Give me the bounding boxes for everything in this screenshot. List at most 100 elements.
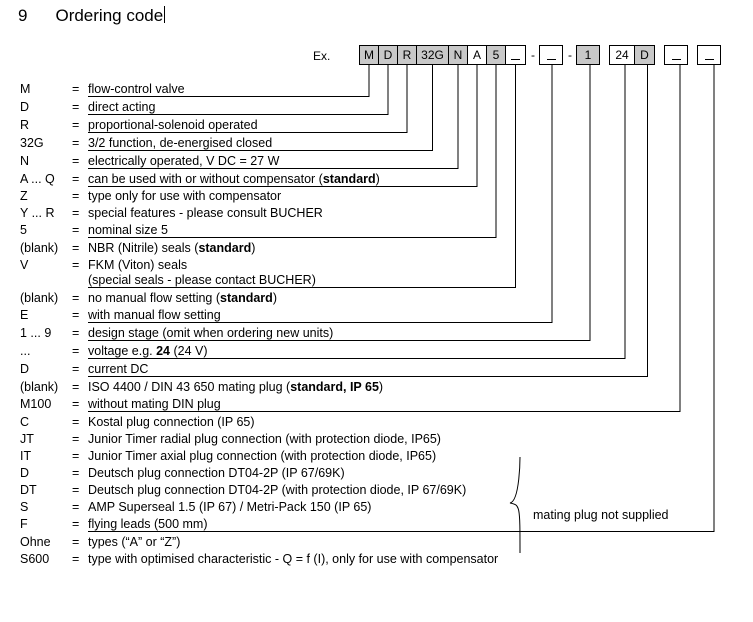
- code-separator-dash: -: [568, 48, 572, 62]
- definition-equals: =: [72, 379, 80, 394]
- definition-code: V: [20, 257, 29, 272]
- code-separator-dash: -: [531, 48, 535, 62]
- definition-equals: =: [72, 482, 80, 497]
- emphasis-text: 24: [156, 343, 171, 358]
- definition-equals: =: [72, 117, 80, 132]
- definition-code: D: [20, 99, 30, 114]
- definition-description: nominal size 5: [88, 222, 168, 237]
- definition-code: M: [20, 81, 31, 96]
- definition-equals: =: [72, 499, 80, 514]
- code-box-24[interactable]: 24: [609, 45, 635, 65]
- code-box-[interactable]: [505, 45, 526, 65]
- definition-equals: =: [72, 414, 80, 429]
- code-box-d[interactable]: D: [378, 45, 398, 65]
- definition-description: voltage e.g. 24 (24 V): [88, 343, 208, 358]
- code-box-n[interactable]: N: [448, 45, 468, 65]
- definition-code: F: [20, 516, 28, 531]
- definition-description: ISO 4400 / DIN 43 650 mating plug (stand…: [88, 379, 384, 394]
- definition-equals: =: [72, 534, 80, 549]
- definition-description: electrically operated, V DC = 27 W: [88, 153, 280, 168]
- definition-description: Kostal plug connection (IP 65): [88, 414, 255, 429]
- code-box-[interactable]: [539, 45, 563, 65]
- code-box-1[interactable]: 1: [576, 45, 600, 65]
- definition-description: proportional-solenoid operated: [88, 117, 258, 132]
- definition-description: flying leads (500 mm): [88, 516, 208, 531]
- definition-code: 1 ... 9: [20, 325, 52, 340]
- definition-equals: =: [72, 153, 80, 168]
- definition-equals: =: [72, 343, 80, 358]
- definition-equals: =: [72, 465, 80, 480]
- definition-code: S: [20, 499, 29, 514]
- definition-description: direct acting: [88, 99, 156, 114]
- definition-code: R: [20, 117, 30, 132]
- text-caret: [164, 6, 166, 23]
- emphasis-text: standard, IP 65: [290, 379, 379, 394]
- definition-equals: =: [72, 396, 80, 411]
- definition-description: FKM (Viton) seals: [88, 257, 188, 272]
- definition-code: 32G: [20, 135, 44, 150]
- definition-code: Z: [20, 188, 28, 203]
- definition-code: 5: [20, 222, 27, 237]
- grouping-brace: [509, 457, 521, 553]
- blank-code-underscore: [511, 58, 520, 60]
- definition-code: DT: [20, 482, 37, 497]
- definition-equals: =: [72, 171, 80, 186]
- section-number: 9: [18, 6, 28, 25]
- definition-description: types (“A” or “Z”): [88, 534, 181, 549]
- definition-equals: =: [72, 361, 80, 376]
- blank-code-underscore: [671, 58, 681, 60]
- definition-code: Ohne: [20, 534, 51, 549]
- definition-code: (blank): [20, 379, 59, 394]
- definition-code: S600: [20, 551, 50, 566]
- definition-equals: =: [72, 240, 80, 255]
- definition-description: NBR (Nitrile) seals (standard): [88, 240, 256, 255]
- definition-equals: =: [72, 99, 80, 114]
- definition-code: Y ... R: [20, 205, 55, 220]
- definition-description: Junior Timer radial plug connection (wit…: [88, 431, 441, 446]
- definition-equals: =: [72, 290, 80, 305]
- emphasis-text: standard: [322, 171, 376, 186]
- definition-code: M100: [20, 396, 52, 411]
- definition-description: Deutsch plug connection DT04-2P (IP 67/6…: [88, 465, 345, 480]
- definition-equals: =: [72, 135, 80, 150]
- blank-code-underscore: [546, 58, 556, 60]
- brace-label: mating plug not supplied: [533, 508, 669, 522]
- definition-description: 3/2 function, de-energised closed: [88, 135, 273, 150]
- definition-code: IT: [20, 448, 32, 463]
- definition-description: type only for use with compensator: [88, 188, 282, 203]
- definition-description: (special seals - please contact BUCHER): [88, 272, 316, 287]
- definition-equals: =: [72, 222, 80, 237]
- definition-description: type with optimised characteristic - Q =…: [88, 551, 499, 566]
- code-box-[interactable]: [664, 45, 688, 65]
- definition-code: A ... Q: [20, 171, 55, 186]
- definition-equals: =: [72, 431, 80, 446]
- definition-code: E: [20, 307, 29, 322]
- definition-description: Deutsch plug connection DT04-2P (with pr…: [88, 482, 467, 497]
- definition-code: (blank): [20, 290, 59, 305]
- section-title-text: Ordering code: [55, 6, 164, 25]
- code-box-d[interactable]: D: [634, 45, 655, 65]
- definition-description: no manual flow setting (standard): [88, 290, 277, 305]
- code-box-[interactable]: [697, 45, 721, 65]
- definition-code: D: [20, 465, 30, 480]
- definition-equals: =: [72, 325, 80, 340]
- definition-description: flow-control valve: [88, 81, 185, 96]
- definition-code: N: [20, 153, 30, 168]
- blank-code-underscore: [704, 58, 714, 60]
- emphasis-text: standard: [220, 290, 273, 305]
- definition-description: design stage (omit when ordering new uni…: [88, 325, 334, 340]
- definition-description: Junior Timer axial plug connection (with…: [88, 448, 437, 463]
- definition-code: C: [20, 414, 30, 429]
- definition-equals: =: [72, 188, 80, 203]
- definition-equals: =: [72, 448, 80, 463]
- definition-equals: =: [72, 205, 80, 220]
- definition-equals: =: [72, 307, 80, 322]
- definition-description: AMP Superseal 1.5 (IP 67) / Metri-Pack 1…: [88, 499, 372, 514]
- definition-equals: =: [72, 81, 80, 96]
- page-title: 9 Ordering code: [18, 4, 166, 30]
- definition-equals: =: [72, 516, 80, 531]
- definition-code: ...: [20, 343, 31, 358]
- example-label: Ex.: [313, 49, 331, 63]
